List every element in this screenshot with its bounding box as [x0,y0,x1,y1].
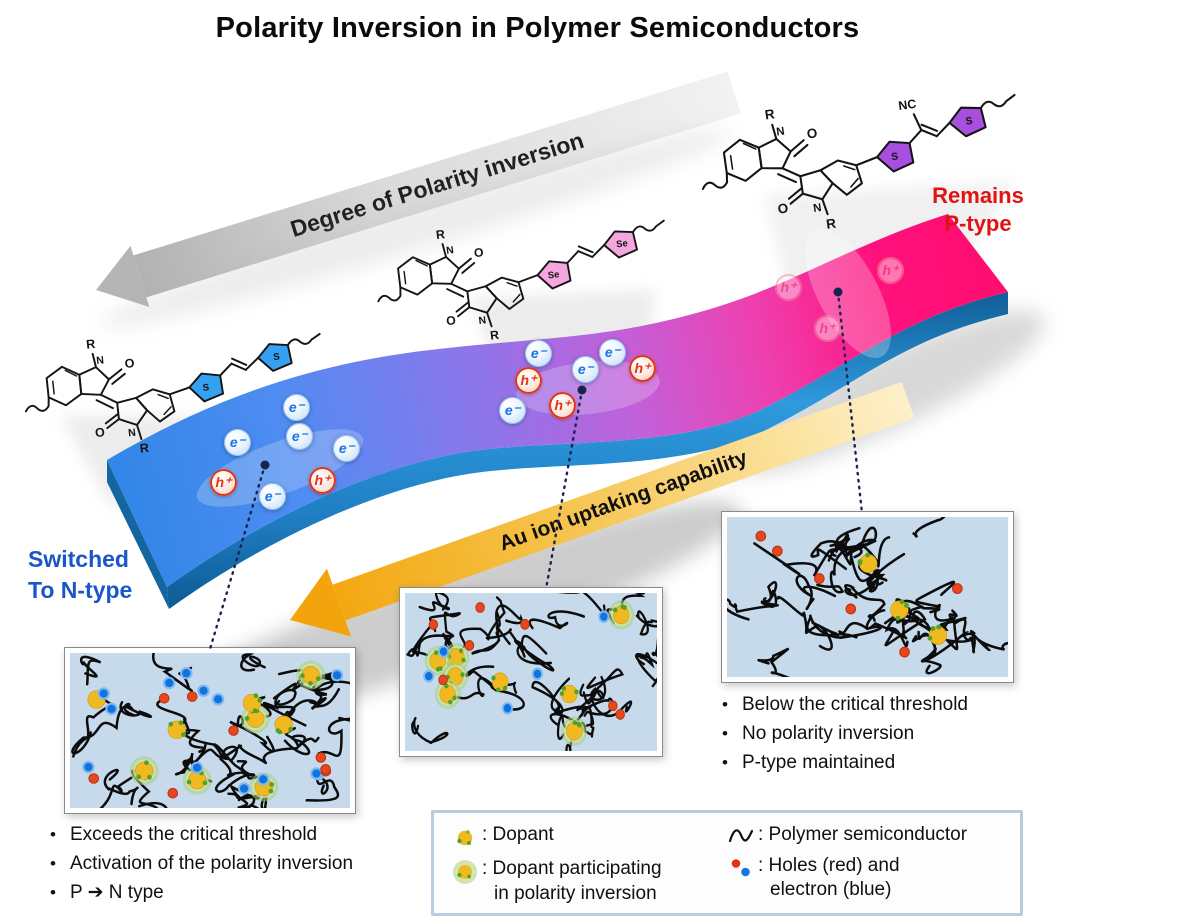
electron-particle: e⁻ [259,483,286,510]
svg-text:Se: Se [547,268,560,280]
ribbon-left-face [107,460,169,609]
dopant-icon [448,823,482,851]
p-type-notes: Below the critical threshold No polarity… [718,690,968,777]
electron-particle: e⁻ [572,356,599,383]
hole-particle: h⁺ [515,367,542,394]
legend-row-participating-dopant: : Dopant participating in polarity inver… [448,857,714,906]
hole-particle: h⁺ [210,469,237,496]
polymer-chain-icon [724,823,758,847]
electron-particle: e⁻ [599,339,626,366]
note-item: Exceeds the critical threshold [46,820,353,849]
svg-text:S: S [202,382,210,394]
svg-text:R: R [85,337,95,352]
note-item: Below the critical threshold [718,690,968,719]
hole-particle: h⁺ [877,257,904,284]
svg-text:O: O [445,313,457,328]
note-item: P ➔ N type [46,878,353,907]
polymer-network-canvas [405,593,657,751]
polymer-network-canvas [70,653,350,808]
polymer-network-inset-intermediate [399,587,663,757]
electron-particle: e⁻ [283,394,310,421]
svg-text:N: N [478,315,487,327]
note-item: No polarity inversion [718,719,968,748]
polymer-network-inset-n-type [64,647,356,814]
polymer-network-canvas [727,517,1008,677]
legend-row-polymer: : Polymer semiconductor [724,823,967,848]
hole-particle: h⁺ [549,392,576,419]
hole-particle: h⁺ [629,355,656,382]
arrow-shadow [99,129,731,327]
svg-text:N: N [96,354,105,367]
svg-text:O: O [473,245,485,260]
legend-row-dopant: : Dopant [448,823,714,851]
svg-text:N: N [446,245,455,257]
hole-particle: h⁺ [814,315,841,342]
legend-box: : Dopant : Dopant participating in polar… [431,810,1023,916]
hole-particle: h⁺ [309,467,336,494]
svg-text:Se: Se [616,237,629,249]
participating-dopant-icon [448,857,482,885]
svg-text:S: S [273,351,281,363]
svg-text:N: N [776,126,786,139]
electron-particle: e⁻ [286,423,313,450]
legend-col-carriers: : Polymer semiconductor : Holes (red) an… [724,823,967,903]
legend-col-dopants: : Dopant : Dopant participating in polar… [448,823,714,906]
svg-text:N: N [128,427,137,440]
ribbon-edge [167,292,1008,609]
electron-particle: e⁻ [333,435,360,462]
electron-particle: e⁻ [525,340,552,367]
svg-text:R: R [825,216,837,232]
holes-electron-icon [724,854,758,880]
svg-text:N: N [813,202,823,215]
svg-text:R: R [764,106,776,122]
svg-text:O: O [806,125,818,141]
svg-text:S: S [965,116,973,128]
svg-text:O: O [124,356,135,371]
electron-particle: e⁻ [224,429,251,456]
svg-text:R: R [435,227,446,242]
electron-particle: e⁻ [499,397,526,424]
note-item: Activation of the polarity inversion [46,849,353,878]
svg-text:R: R [139,441,149,456]
note-item: P-type maintained [718,748,968,777]
n-type-notes: Exceeds the critical threshold Activatio… [46,820,353,907]
svg-text:O: O [777,200,789,216]
svg-text:O: O [94,425,105,440]
legend-row-carriers: : Holes (red) and electron (blue) [724,854,967,903]
svg-text:S: S [891,151,899,163]
hole-particle: h⁺ [775,274,802,301]
svg-text:R: R [489,328,500,343]
svg-text:NC: NC [897,97,917,113]
figure-title: Polarity Inversion in Polymer Semiconduc… [215,12,860,44]
remains-p-type-label: Remains P-type [932,183,1024,236]
switched-n-type-label: Switched To N-type [28,546,133,604]
polymer-network-inset-p-type [721,511,1014,683]
